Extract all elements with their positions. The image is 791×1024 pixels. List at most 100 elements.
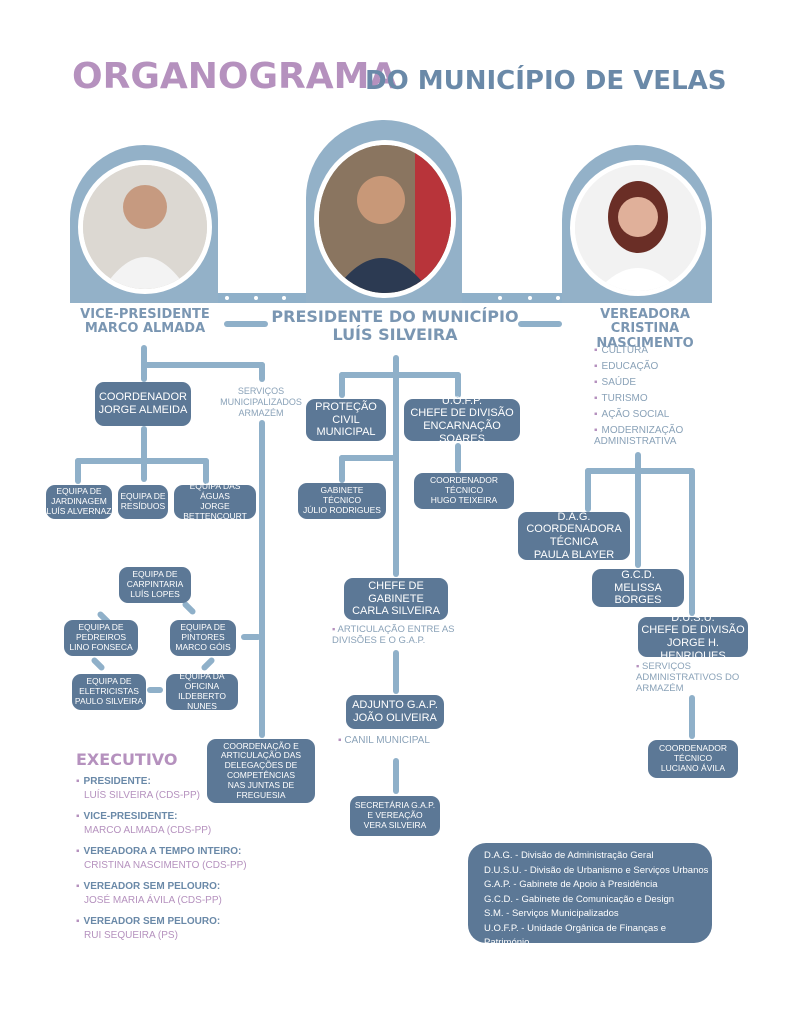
member-role: VICE-PRESIDENTE:	[76, 810, 211, 824]
legend-item: U.O.F.P. - Unidade Orgânica de Finanças …	[484, 922, 667, 949]
connector	[339, 455, 345, 483]
area-item: EDUCAÇÃO	[594, 359, 669, 375]
dag-paula-blayer: D.A.G. COORDENADORA TÉCNICA PAULA BLAYER	[518, 511, 630, 561]
connector	[689, 695, 695, 739]
area-modernizacao: MODERNIZAÇÃO ADMINISTRATIVA	[594, 425, 683, 447]
member-role: VEREADORA A TEMPO INTEIRO:	[76, 845, 247, 859]
connector-dot	[282, 296, 286, 300]
connector	[393, 355, 399, 577]
member-role: PRESIDENTE:	[76, 775, 200, 789]
vice-president-photo	[78, 160, 212, 294]
legend-item: S.M. - Serviços Municipalizados	[484, 908, 619, 919]
bullet: ▪	[338, 735, 345, 746]
abbreviations-legend: D.A.G. - Divisão de Administração Geral …	[468, 843, 712, 948]
member-name: JOSÉ MARIA ÁVILA (CDS-PP)	[84, 895, 222, 906]
connector	[259, 362, 265, 382]
connector	[141, 362, 265, 368]
gcd-melissa-borges: G.C.D. MELISSA BORGES	[592, 569, 684, 607]
connector	[518, 321, 562, 327]
bullet: ▪	[332, 624, 338, 635]
secretaria-gap: SECRETÁRIA G.A.P. E VEREAÇÃO VERA SILVEI…	[350, 796, 440, 836]
connector	[393, 650, 399, 694]
connector	[339, 372, 345, 398]
vereadora-photo	[570, 160, 706, 296]
area-item: SAÚDE	[594, 375, 669, 391]
equipa-eletricistas: EQUIPA DE ELETRICISTAS PAULO SILVEIRA	[72, 674, 146, 710]
equipa-aguas: EQUIPA DAS ÁGUAS JORGE BETTENCOURT	[174, 481, 256, 521]
connector	[339, 372, 461, 378]
box-label: CHEFE DE GABINETE CARLA SILVEIRA	[352, 580, 440, 618]
executivo-member: VEREADOR SEM PELOURO:JOSÉ MARIA ÁVILA (C…	[76, 880, 222, 908]
legend-item: D.A.G. - Divisão de Administração Geral	[484, 850, 654, 861]
area-item: CULTURA	[594, 343, 669, 359]
vice-president-header: VICE-PRESIDENTE MARCO ALMADA	[80, 307, 210, 337]
bullet: ▪	[636, 661, 643, 672]
box-label: U.O.F.P. CHEFE DE DIVISÃO ENCARNAÇÃO SOA…	[410, 394, 514, 445]
coordenador-hugo-teixeira: COORDENADOR TÉCNICO HUGO TEIXEIRA	[414, 473, 514, 509]
canil-note: ▪ CANIL MUNICIPAL	[338, 735, 430, 746]
note-text: ARTICULAÇÃO ENTRE AS DIVISÕES E O G.A.P.	[332, 624, 455, 646]
coordenacao-juntas: COORDENAÇÃO E ARTICULAÇÃO DAS DELEGAÇÕES…	[207, 739, 315, 803]
connector	[75, 458, 209, 464]
adjunto-gap: ADJUNTO G.A.P. JOÃO OLIVEIRA	[346, 695, 444, 729]
connector	[224, 321, 268, 327]
box-label: EQUIPA DE RESÍDUOS	[120, 491, 166, 511]
note-text: SERVIÇOS ADMINISTRATIVOS DO ARMAZÉM	[636, 661, 740, 694]
executivo-member: VEREADOR SEM PELOURO:RUI SEQUEIRA (PS)	[76, 915, 221, 943]
connector	[393, 758, 399, 794]
member-name: RUI SEQUEIRA (PS)	[84, 930, 178, 941]
box-label: EQUIPA DE CARPINTARIA LUÍS LOPES	[126, 569, 184, 599]
president-photo	[314, 140, 456, 298]
vereadora-areas: CULTURA EDUCAÇÃO SAÚDE TURISMO AÇÃO SOCI…	[594, 343, 670, 423]
connector	[689, 468, 695, 616]
connector	[90, 656, 106, 672]
executivo-member: PRESIDENTE:LUÍS SILVEIRA (CDS-PP)	[76, 775, 200, 803]
box-label: COORDENADOR TÉCNICO LUCIANO ÁVILA	[658, 743, 727, 773]
equipa-pedreiros: EQUIPA DE PEDREIROS LINO FONSECA	[64, 620, 138, 656]
member-name: LUÍS SILVEIRA (CDS-PP)	[84, 790, 200, 801]
connector-dot	[254, 296, 258, 300]
member-role: VEREADOR SEM PELOURO:	[76, 915, 221, 929]
chefe-gabinete: CHEFE DE GABINETE CARLA SILVEIRA	[344, 578, 448, 620]
note-text: CANIL MUNICIPAL	[344, 735, 430, 746]
box-label: EQUIPA DAS ÁGUAS JORGE BETTENCOURT	[183, 481, 247, 521]
connector-dot	[528, 296, 532, 300]
box-label: COORDENADOR JORGE ALMEIDA	[98, 391, 188, 416]
connector	[455, 443, 461, 473]
box-label: EQUIPA DE ELETRICISTAS PAULO SILVEIRA	[74, 676, 144, 706]
box-label: EQUIPA DE PINTORES MARCO GÓIS	[175, 622, 231, 652]
member-role: VEREADOR SEM PELOURO:	[76, 880, 222, 894]
connector	[635, 452, 641, 568]
equipa-oficina: EQUIPA DA OFICINA ILDEBERTO NUNES	[166, 671, 238, 711]
coordenador-jorge-almeida: COORDENADOR JORGE ALMEIDA	[95, 382, 191, 426]
protecao-civil: PROTEÇÃO CIVIL MUNICIPAL	[306, 399, 386, 441]
box-label: G.C.D. MELISSA BORGES	[614, 569, 662, 607]
connector-dot	[498, 296, 502, 300]
title-municipio: DO MUNICÍPIO DE VELAS	[365, 66, 727, 96]
equipa-carpintaria: EQUIPA DE CARPINTARIA LUÍS LOPES	[119, 567, 191, 603]
area-item: TURISMO	[594, 391, 669, 407]
servicos-municipalizados-label: SERVIÇOS MUNICIPALIZADOS ARMAZÉM	[220, 386, 302, 418]
connector	[455, 372, 461, 398]
box-label: PROTEÇÃO CIVIL MUNICIPAL	[315, 401, 377, 439]
area-item: AÇÃO SOCIAL	[594, 407, 670, 423]
articulacao-note: ▪ ARTICULAÇÃO ENTRE AS DIVISÕES E O G.A.…	[332, 624, 462, 646]
box-label: D.U.S.U. CHEFE DE DIVISÃO JORGE H. HENRI…	[641, 611, 745, 662]
equipa-pintores: EQUIPA DE PINTORES MARCO GÓIS	[170, 620, 236, 656]
president-header: PRESIDENTE DO MUNICÍPIO LUÍS SILVEIRA	[271, 307, 519, 344]
connector	[259, 420, 265, 738]
executivo-title: EXECUTIVO	[76, 750, 178, 769]
box-label: ADJUNTO G.A.P. JOÃO OLIVEIRA	[352, 699, 438, 724]
legend-item: G.A.P. - Gabinete de Apoio à Presidência	[484, 879, 658, 890]
connector-dot	[556, 296, 560, 300]
legend-item: D.U.S.U. - Divisão de Urbanismo e Serviç…	[484, 864, 709, 876]
box-label: EQUIPA DE JARDINAGEM LUÍS ALVERNAZ	[46, 486, 112, 516]
connector	[339, 455, 399, 461]
coordenador-luciano-avila: COORDENADOR TÉCNICO LUCIANO ÁVILA	[648, 740, 738, 778]
box-label: SECRETÁRIA G.A.P. E VEREAÇÃO VERA SILVEI…	[354, 800, 436, 830]
connector	[75, 458, 81, 484]
connector	[200, 656, 216, 672]
box-label: EQUIPA DA OFICINA ILDEBERTO NUNES	[178, 671, 226, 711]
connector	[141, 426, 147, 482]
equipa-residuos: EQUIPA DE RESÍDUOS	[118, 485, 168, 519]
